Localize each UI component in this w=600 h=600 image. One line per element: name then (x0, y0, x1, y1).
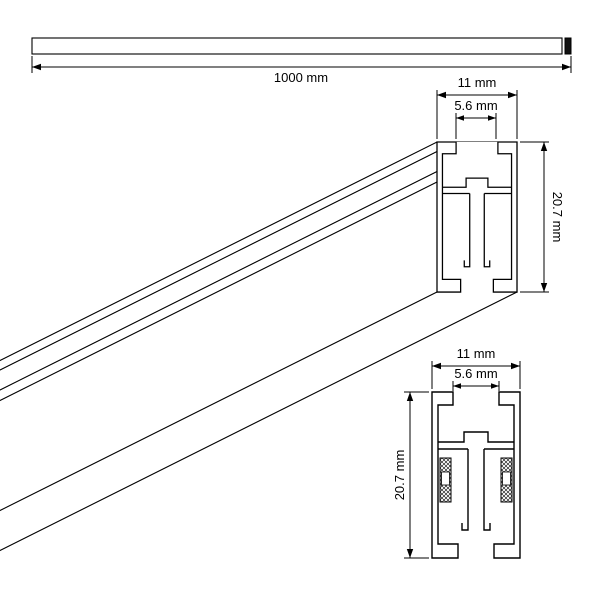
arrow-up-icon (540, 142, 548, 151)
dimension-width-iso: 11 mm (436, 75, 518, 139)
profile-bar (31, 37, 563, 55)
arrow-left-icon (453, 383, 461, 389)
arrow-up-icon (406, 392, 414, 401)
arrow-left-icon (32, 63, 41, 71)
dim-label-slot-iso: 5.6 mm (454, 98, 497, 113)
extension-lines (436, 90, 518, 139)
dimension-length: 1000 mm (31, 56, 572, 85)
dim-label-height-section: 20.7 mm (392, 450, 407, 501)
dim-label-width-iso: 11 mm (458, 75, 497, 90)
dimension-height-section: 20.7 mm (392, 391, 429, 559)
profile-bar-endcap (564, 37, 572, 55)
dim-label-height-iso: 20.7 mm (550, 192, 565, 243)
side-view: 1000 mm (31, 37, 572, 85)
dim-label-length: 1000 mm (274, 70, 328, 85)
arrow-down-icon (406, 549, 414, 558)
extension-lines (455, 113, 497, 139)
arrow-left-icon (432, 362, 441, 370)
section-view: 11 mm 5.6 mm 20.7 mm (392, 346, 521, 559)
arrow-right-icon (511, 362, 520, 370)
arrow-right-icon (488, 115, 496, 121)
arrow-down-icon (540, 283, 548, 292)
extension-lines (404, 391, 429, 559)
arrow-right-icon (562, 63, 571, 71)
slot-edge-line (0, 141, 497, 391)
conductor-contact-right (502, 471, 511, 486)
dimension-slot-section: 5.6 mm (452, 366, 500, 391)
slot-edge-line (0, 141, 457, 371)
dimension-height-iso: 20.7 mm (520, 141, 565, 293)
dim-label-slot-section: 5.6 mm (454, 366, 497, 381)
arrow-right-icon (508, 91, 517, 99)
dimension-slot-iso: 5.6 mm (454, 98, 498, 139)
dimension-width-section: 11 mm (431, 346, 521, 389)
extension-lines (520, 141, 549, 293)
extension-lines (31, 56, 572, 73)
dim-label-width-section: 11 mm (457, 346, 496, 361)
iso-view: 11 mm 5.6 mm 20.7 mm (0, 75, 565, 552)
cross-section-face (436, 141, 518, 293)
arrow-right-icon (491, 383, 499, 389)
arrow-left-icon (437, 91, 446, 99)
bottom-near-edge-line (0, 291, 438, 512)
conductor-contact-left (441, 471, 450, 486)
top-far-edge-line (0, 141, 518, 402)
arrow-left-icon (456, 115, 464, 121)
